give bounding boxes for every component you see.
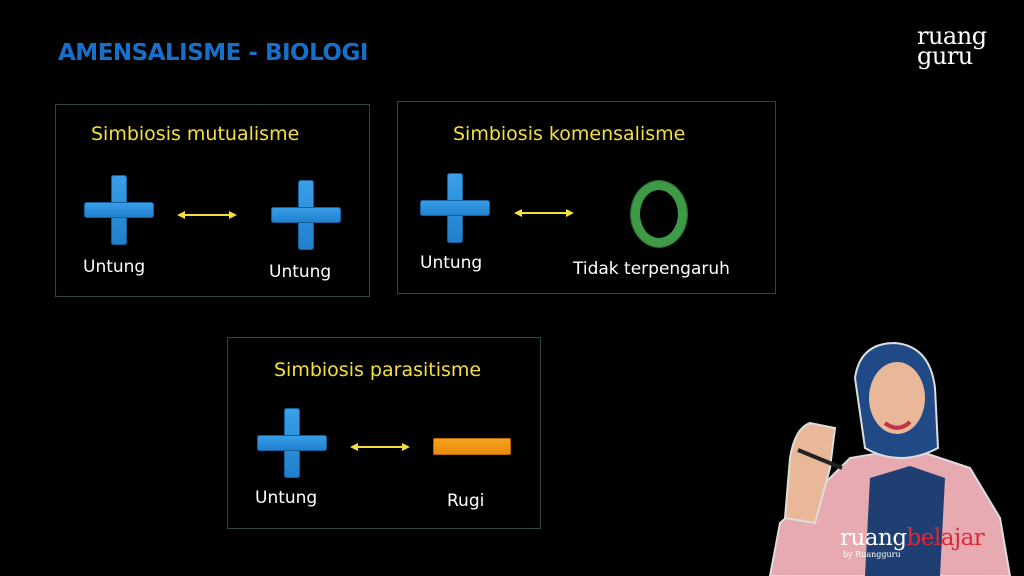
plus-icon	[420, 173, 490, 243]
zero-icon	[631, 181, 687, 247]
slide-title: AMENSALISME - BIOLOGI	[58, 40, 368, 66]
mutualism-box: Simbiosis mutualisme Untung Untung	[55, 104, 370, 297]
right-label: Rugi	[447, 491, 485, 511]
parasitism-box: Simbiosis parasitisme Untung Rugi	[227, 337, 541, 529]
presenter-image	[768, 341, 1012, 576]
brand-part-1: ruang	[840, 525, 907, 551]
logo-line-2: guru	[917, 42, 973, 70]
commensalism-box: Simbiosis komensalisme Untung Tidak terp…	[397, 101, 776, 294]
box-title: Simbiosis komensalisme	[453, 123, 686, 145]
box-title: Simbiosis parasitisme	[274, 359, 482, 381]
plus-icon	[84, 175, 154, 245]
plus-icon	[257, 408, 327, 478]
left-label: Untung	[83, 257, 146, 277]
double-arrow-icon	[177, 210, 237, 220]
double-arrow-icon	[350, 442, 410, 452]
plus-icon	[271, 180, 341, 250]
brand-part-2: belajar	[906, 525, 985, 551]
left-label: Untung	[255, 488, 318, 508]
brand-byline: by Ruangguru	[843, 550, 901, 559]
ruangguru-logo: ruang guru	[917, 22, 987, 70]
right-label: Untung	[269, 262, 332, 282]
left-label: Untung	[420, 253, 483, 273]
double-arrow-icon	[514, 208, 574, 218]
minus-icon	[433, 438, 511, 455]
ruangbelajar-watermark: ruangbelajar	[840, 525, 985, 551]
logo-line-1: ruang	[917, 22, 987, 50]
right-label: Tidak terpengaruh	[573, 259, 730, 279]
box-title: Simbiosis mutualisme	[91, 123, 300, 145]
